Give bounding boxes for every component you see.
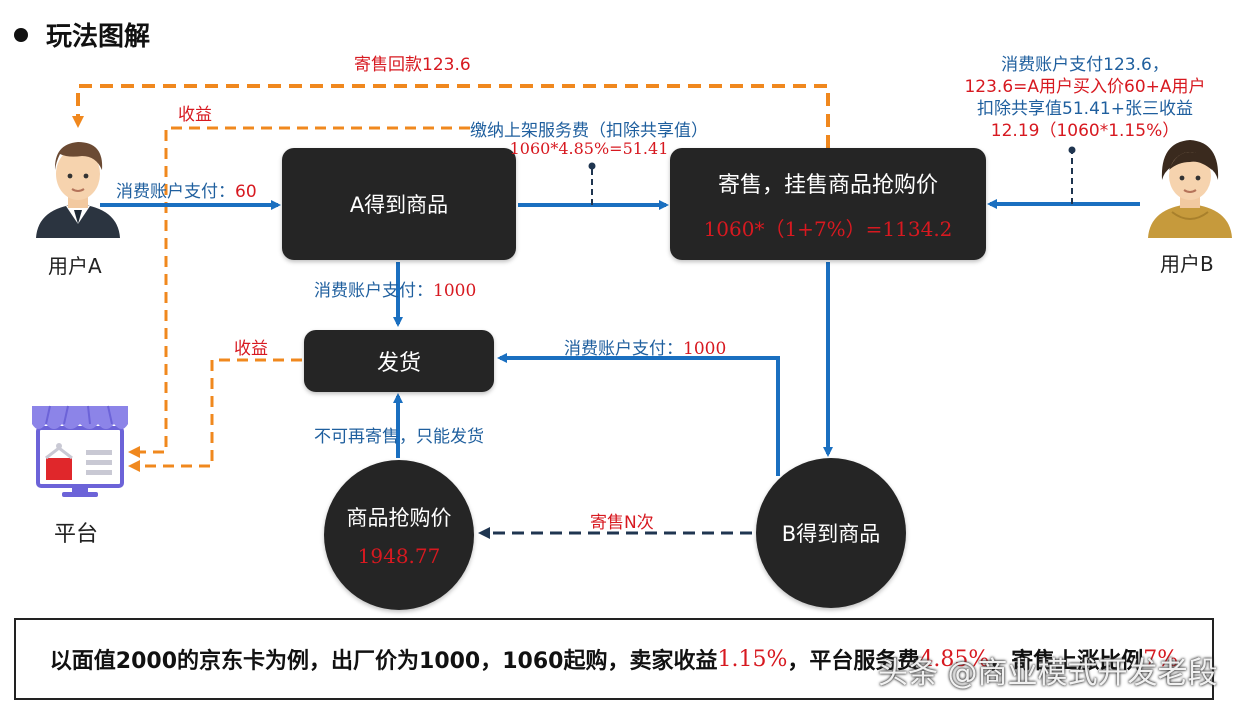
b-gets-goods-circle: B得到商品 (756, 458, 906, 608)
income-mid-connector (128, 358, 302, 472)
man-icon (36, 142, 120, 238)
income-top-label: 收益 (178, 105, 212, 125)
pay-1000-b-prefix: 消费账户支付： (564, 339, 683, 359)
service-fee-label: 缴纳上架服务费（扣除共享值） (470, 121, 708, 141)
b-gets-goods-text: B得到商品 (781, 522, 881, 546)
refund-label: 寄售回款123.6 (354, 55, 471, 75)
consign-formula: 1060*（1+7%）=1134.2 (703, 216, 953, 241)
page-title: 玩法图解 (14, 16, 150, 53)
pay-1000-b-value: 1000 (683, 339, 727, 359)
refund-connector (72, 84, 830, 148)
ship-box: 发货 (304, 330, 494, 392)
pay-60-value: 60 (235, 182, 257, 202)
ship-text: 发货 (376, 351, 421, 376)
user-b-note: 消费账户支付123.6， 123.6=A用户买入价60+A用户 扣除共享值51.… (930, 54, 1240, 142)
pay-1000-a-label: 消费账户支付：1000 (314, 276, 476, 301)
consign-title: 寄售，挂售商品抢购价 (717, 172, 938, 198)
income-top-connector (128, 126, 470, 458)
a-gets-goods-box: A得到商品 (282, 148, 516, 260)
snap-price-value: 1948.77 (357, 544, 441, 568)
title-text: 玩法图解 (46, 22, 151, 52)
income-mid-label: 收益 (234, 339, 268, 359)
bullet-icon (14, 27, 28, 42)
user-b-label: 用户B (1160, 252, 1214, 276)
platform-label: 平台 (54, 522, 99, 547)
summary-part-3: ，寄售上涨比例 (989, 649, 1144, 674)
user-b-avatar (1142, 134, 1238, 238)
platform-rate: 4.85% (919, 646, 990, 672)
user-b-note-line-4: 12.19（1060*1.15%） (990, 121, 1180, 141)
user-b-note-line-3: 扣除共享值51.41+张三收益 (977, 99, 1193, 119)
user-a-avatar (30, 134, 126, 238)
snap-price-title: 商品抢购价 (346, 506, 452, 530)
seller-rate: 1.15% (717, 646, 788, 672)
user-b-note-line-1: 消费账户支付123.6， (1001, 55, 1169, 75)
no-resell-label: 不可再寄售，只能发货 (314, 427, 484, 447)
snap-price-circle: 商品抢购价 1948.77 (324, 460, 474, 610)
platform-store (28, 402, 132, 500)
resell-n-label: 寄售N次 (590, 513, 654, 533)
watermark: 头条 @商业模式开发老段 (878, 656, 1218, 691)
storefront-icon (32, 405, 128, 497)
pay-60-prefix: 消费账户支付： (116, 182, 235, 202)
a-gets-goods-text: A得到商品 (349, 193, 449, 217)
user-b-note-line-2: 123.6=A用户买入价60+A用户 (964, 77, 1206, 97)
service-fee-formula: 1060*4.85%=51.41 (509, 139, 669, 158)
pay-1000-a-value: 1000 (433, 281, 477, 301)
summary-part-2: ，平台服务费 (787, 649, 920, 674)
user-a-label: 用户A (48, 254, 102, 278)
woman-icon (1148, 140, 1232, 238)
summary-part-1: 以面值2000的京东卡为例，出厂价为1000，1060起购，卖家收益 (49, 649, 718, 674)
pay-1000-b-label: 消费账户支付：1000 (564, 334, 726, 359)
pay-1000-b-connector (497, 353, 780, 476)
pay-60-label: 消费账户支付：60 (116, 177, 257, 202)
consign-box: 寄售，挂售商品抢购价 1060*（1+7%）=1134.2 (670, 148, 986, 260)
rise-rate: 7% (1143, 646, 1179, 672)
pay-1000-a-prefix: 消费账户支付： (314, 281, 433, 301)
